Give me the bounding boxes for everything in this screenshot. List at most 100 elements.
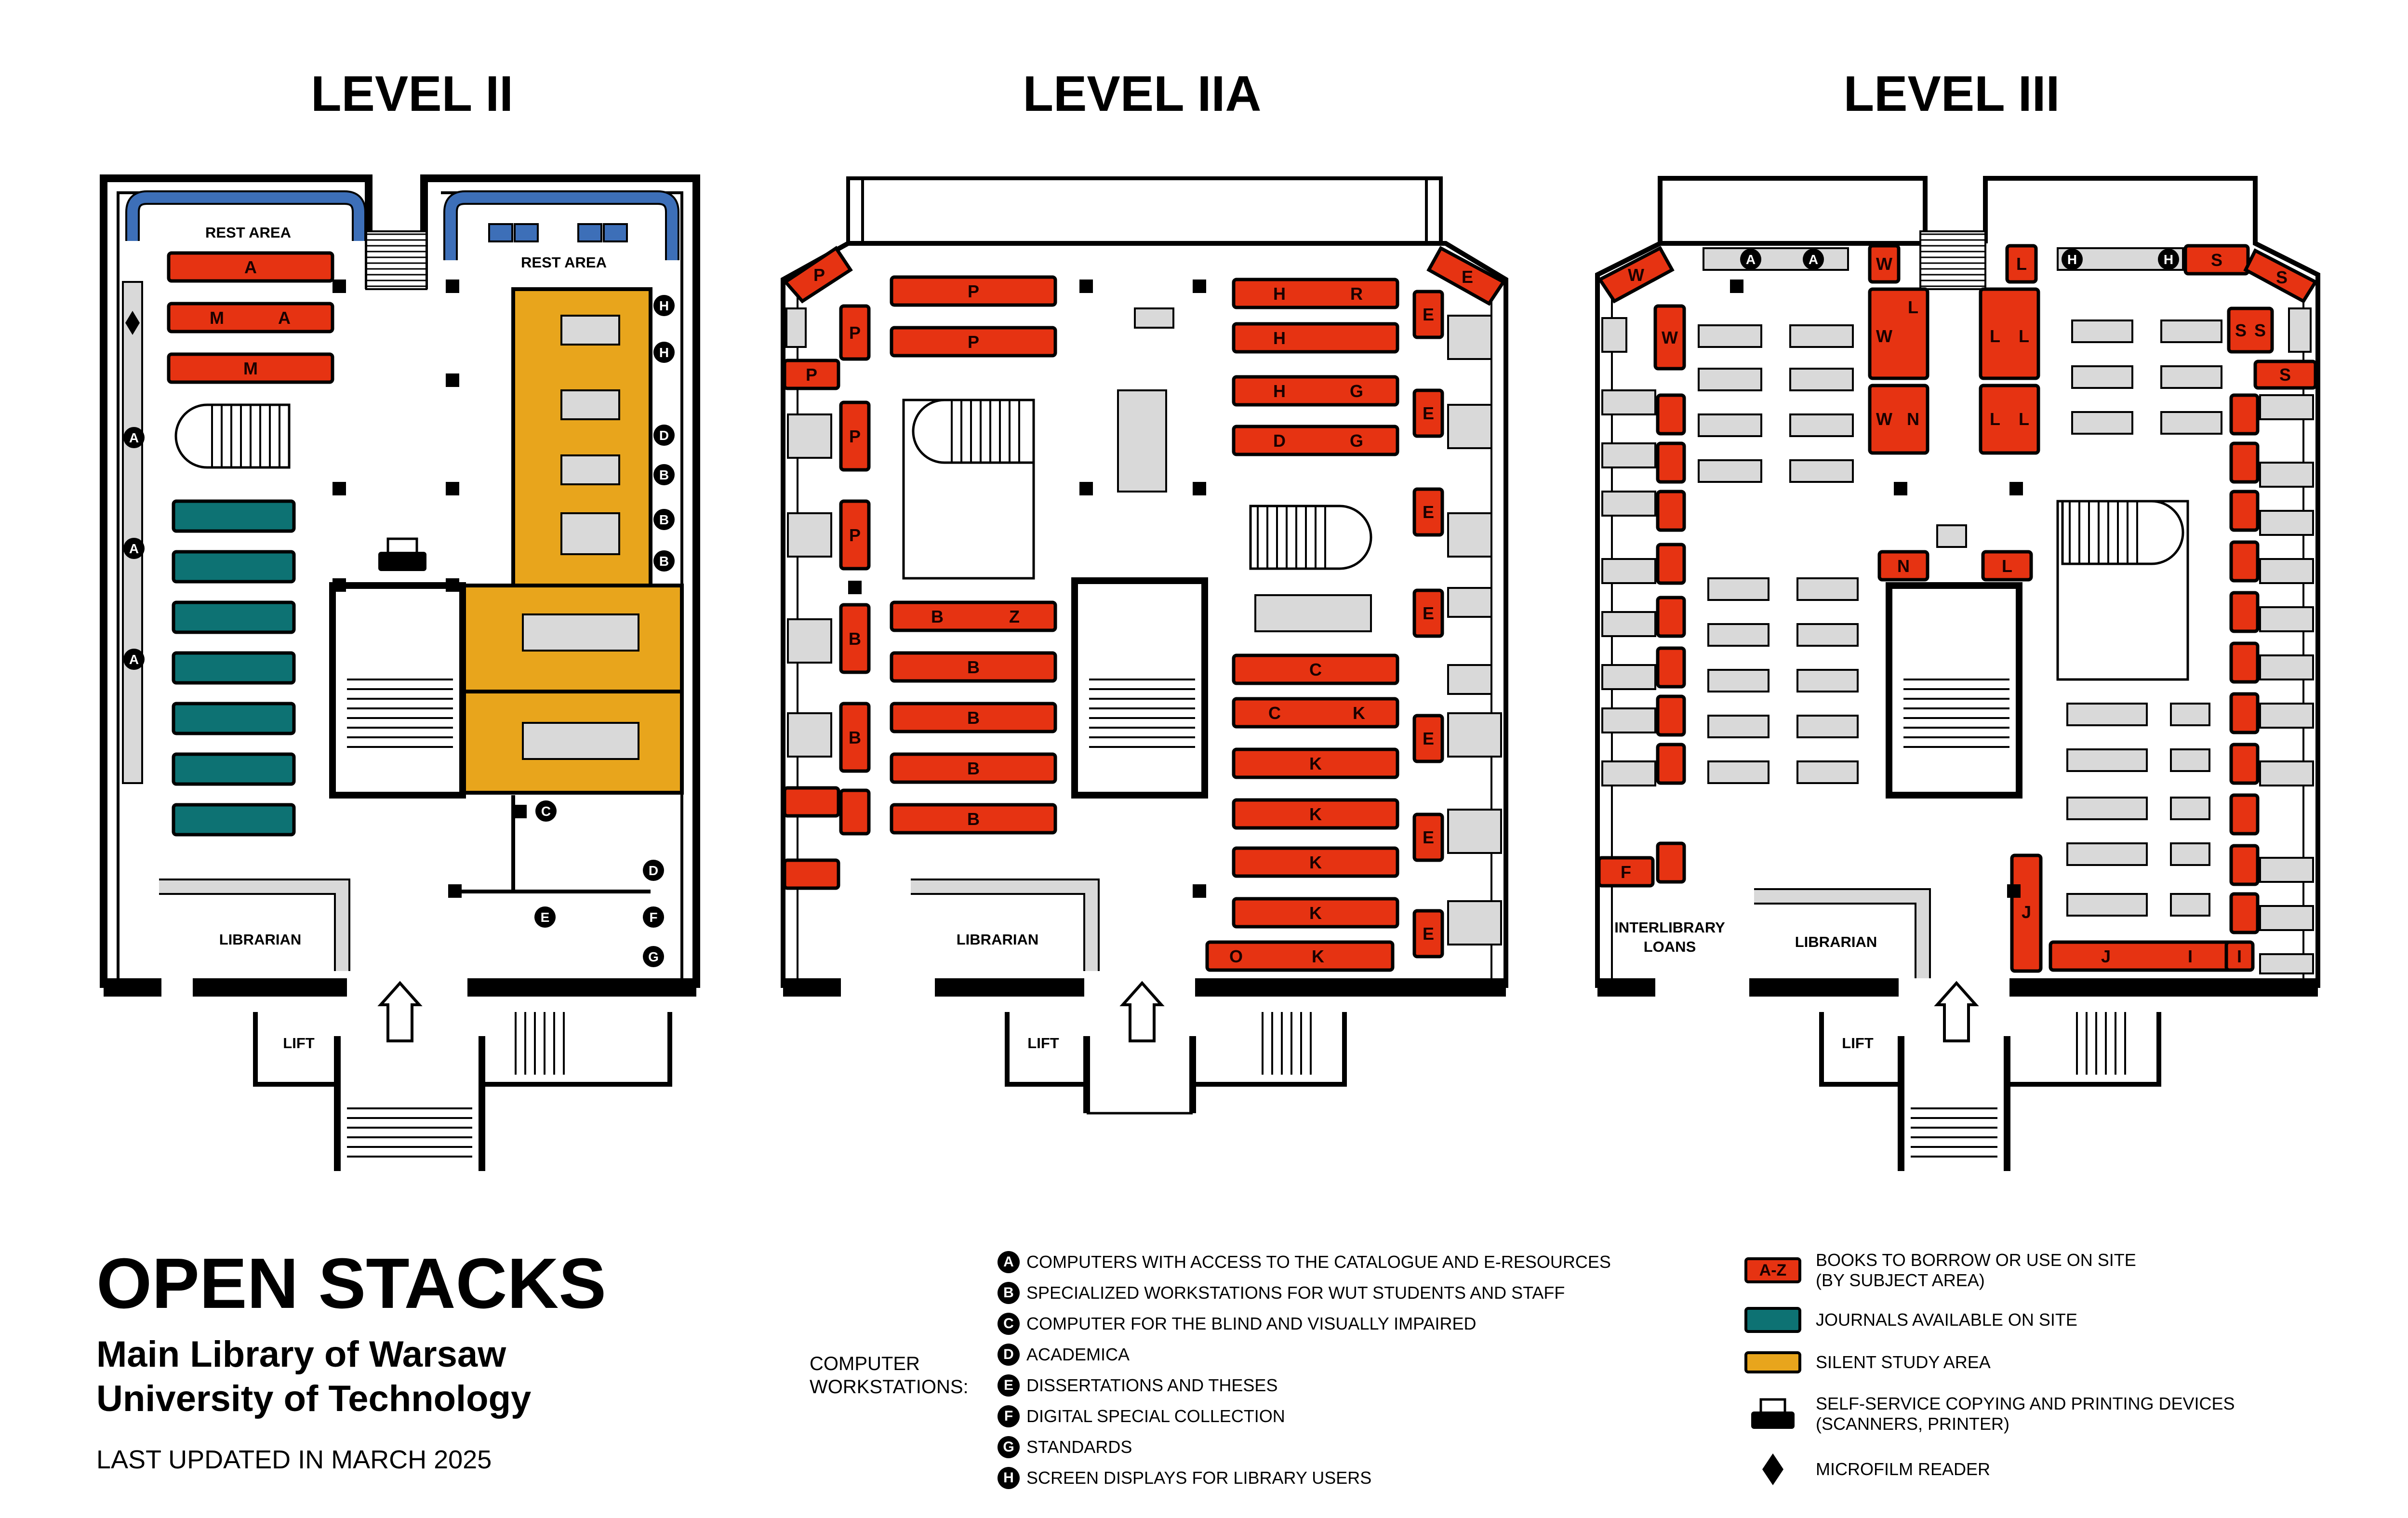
floor-plan-map: LEVEL II REST AREA REST AREA A M A <box>100 66 2320 1171</box>
svg-text:B: B <box>659 512 669 527</box>
svg-text:D: D <box>659 428 669 443</box>
computer-workstations-label: COMPUTER WORKSTATIONS: <box>810 1353 969 1398</box>
svg-text:W: W <box>1628 265 1644 285</box>
shelf-s-side <box>2253 360 2317 390</box>
level-iii-s-i-shelves <box>2229 393 2260 934</box>
shelf-d-g <box>1232 425 1399 456</box>
svg-text:P: P <box>806 365 817 385</box>
svg-text:O: O <box>1229 946 1243 966</box>
svg-text:K: K <box>1353 703 1365 723</box>
svg-text:D: D <box>649 863 658 878</box>
key-books: A-Z BOOKS TO BORROW OR USE ON SITE(BY SU… <box>1744 1250 2136 1291</box>
svg-text:M: M <box>243 359 258 378</box>
svg-text:G: G <box>648 949 659 964</box>
svg-text:P: P <box>968 332 979 352</box>
level-iia-shelves: P P P P P P P B B B Z B B B <box>783 246 1506 972</box>
shelf-b-3 <box>890 752 1057 784</box>
svg-text:N: N <box>1897 556 1910 576</box>
shelf-e-2 <box>1412 388 1444 438</box>
svg-text:C: C <box>1309 660 1322 679</box>
microfilm-reader-icon <box>125 311 140 335</box>
svg-text:B: B <box>659 467 669 482</box>
shelf-l-top <box>2005 244 2038 284</box>
shelf-o-k <box>1205 940 1395 972</box>
svg-text:K: K <box>1312 946 1324 966</box>
svg-text:B: B <box>849 629 861 649</box>
svg-text:L: L <box>2019 326 2029 346</box>
svg-text:H: H <box>1273 328 1286 348</box>
svg-text:A: A <box>1746 252 1756 267</box>
svg-text:E: E <box>1423 729 1434 748</box>
svg-text:L: L <box>1908 297 1918 317</box>
interlibrary-loans-label-1: INTERLIBRARY <box>1614 919 1725 936</box>
svg-text:A: A <box>129 430 139 445</box>
svg-text:S: S <box>2254 320 2266 340</box>
lift-label: LIFT <box>1027 1035 1059 1052</box>
svg-text:A: A <box>278 308 291 328</box>
shelf-b-2 <box>890 702 1057 733</box>
svg-text:K: K <box>1309 852 1322 872</box>
shelf-c <box>1232 653 1399 685</box>
svg-text:B: B <box>931 607 944 626</box>
svg-text:L: L <box>2019 409 2029 429</box>
svg-text:R: R <box>1350 284 1363 304</box>
svg-text:Z: Z <box>1009 607 1020 626</box>
shelf-l <box>1981 550 2033 582</box>
svg-text:B: B <box>967 708 980 728</box>
shelf-e-3 <box>1412 487 1444 537</box>
svg-text:E: E <box>1423 502 1434 522</box>
svg-text:I: I <box>2237 946 2242 966</box>
shelf-p-v2 <box>839 400 871 472</box>
svg-text:H: H <box>2164 252 2173 267</box>
svg-text:A: A <box>129 652 139 667</box>
shelf-p-v1 <box>839 304 871 361</box>
level-ii: LEVEL II REST AREA REST AREA A M A <box>100 66 700 1171</box>
svg-text:C: C <box>1268 703 1281 723</box>
svg-text:P: P <box>968 281 979 301</box>
shelf-p-corner <box>783 246 853 304</box>
svg-text:S: S <box>2276 267 2288 287</box>
svg-text:S: S <box>2235 320 2247 340</box>
svg-text:K: K <box>1309 903 1322 923</box>
librarian-label: LIBRARIAN <box>1795 933 1877 950</box>
shelf-e-6 <box>1412 812 1444 862</box>
shelf-e-5 <box>1412 714 1444 763</box>
svg-text:K: K <box>1309 754 1322 773</box>
svg-text:P: P <box>849 525 861 545</box>
shelf-a <box>167 251 334 283</box>
lift-label: LIFT <box>283 1035 314 1052</box>
level-iii: LEVEL III W W W W L W N L L <box>1595 66 2320 1171</box>
level-ii-workstation-badges: H H D B B B A A A C D E F G <box>123 295 675 967</box>
shelf-p-1 <box>890 275 1057 307</box>
level-iii-f-shelves <box>1656 393 1686 884</box>
footer-subtitle: Main Library of Warsaw University of Tec… <box>96 1334 532 1419</box>
shelf-s-s <box>2227 306 2274 354</box>
level-iii-workstation-badges: A A H H <box>1740 249 2179 270</box>
shelf-w-corner <box>1597 246 1675 304</box>
svg-text:H: H <box>1273 381 1286 401</box>
librarian-label: LIBRARIAN <box>957 931 1039 948</box>
level-iii-shelves: W W W W L W N L L L L L N L S S <box>1597 244 2318 973</box>
footer-title: OPEN STACKS <box>96 1244 607 1323</box>
shelf-p-2 <box>890 326 1057 358</box>
svg-text:S: S <box>2211 250 2222 270</box>
key-printing: SELF-SERVICE COPYING AND PRINTING DEVICE… <box>1744 1394 2235 1434</box>
rest-area-sofa-left <box>127 192 364 241</box>
printer-icon <box>378 537 426 571</box>
svg-text:P: P <box>849 323 861 343</box>
level-ii-journal-shelves <box>172 499 296 837</box>
svg-text:W: W <box>1876 409 1892 429</box>
shelf-h-r <box>1232 278 1399 309</box>
svg-text:E: E <box>1423 403 1434 423</box>
shelf-m-a <box>167 302 334 333</box>
svg-text:P: P <box>813 265 825 285</box>
svg-text:A: A <box>129 541 139 556</box>
shelf-k-2 <box>1232 798 1399 830</box>
svg-text:W: W <box>1876 254 1892 274</box>
shelf-b-4 <box>890 803 1057 835</box>
